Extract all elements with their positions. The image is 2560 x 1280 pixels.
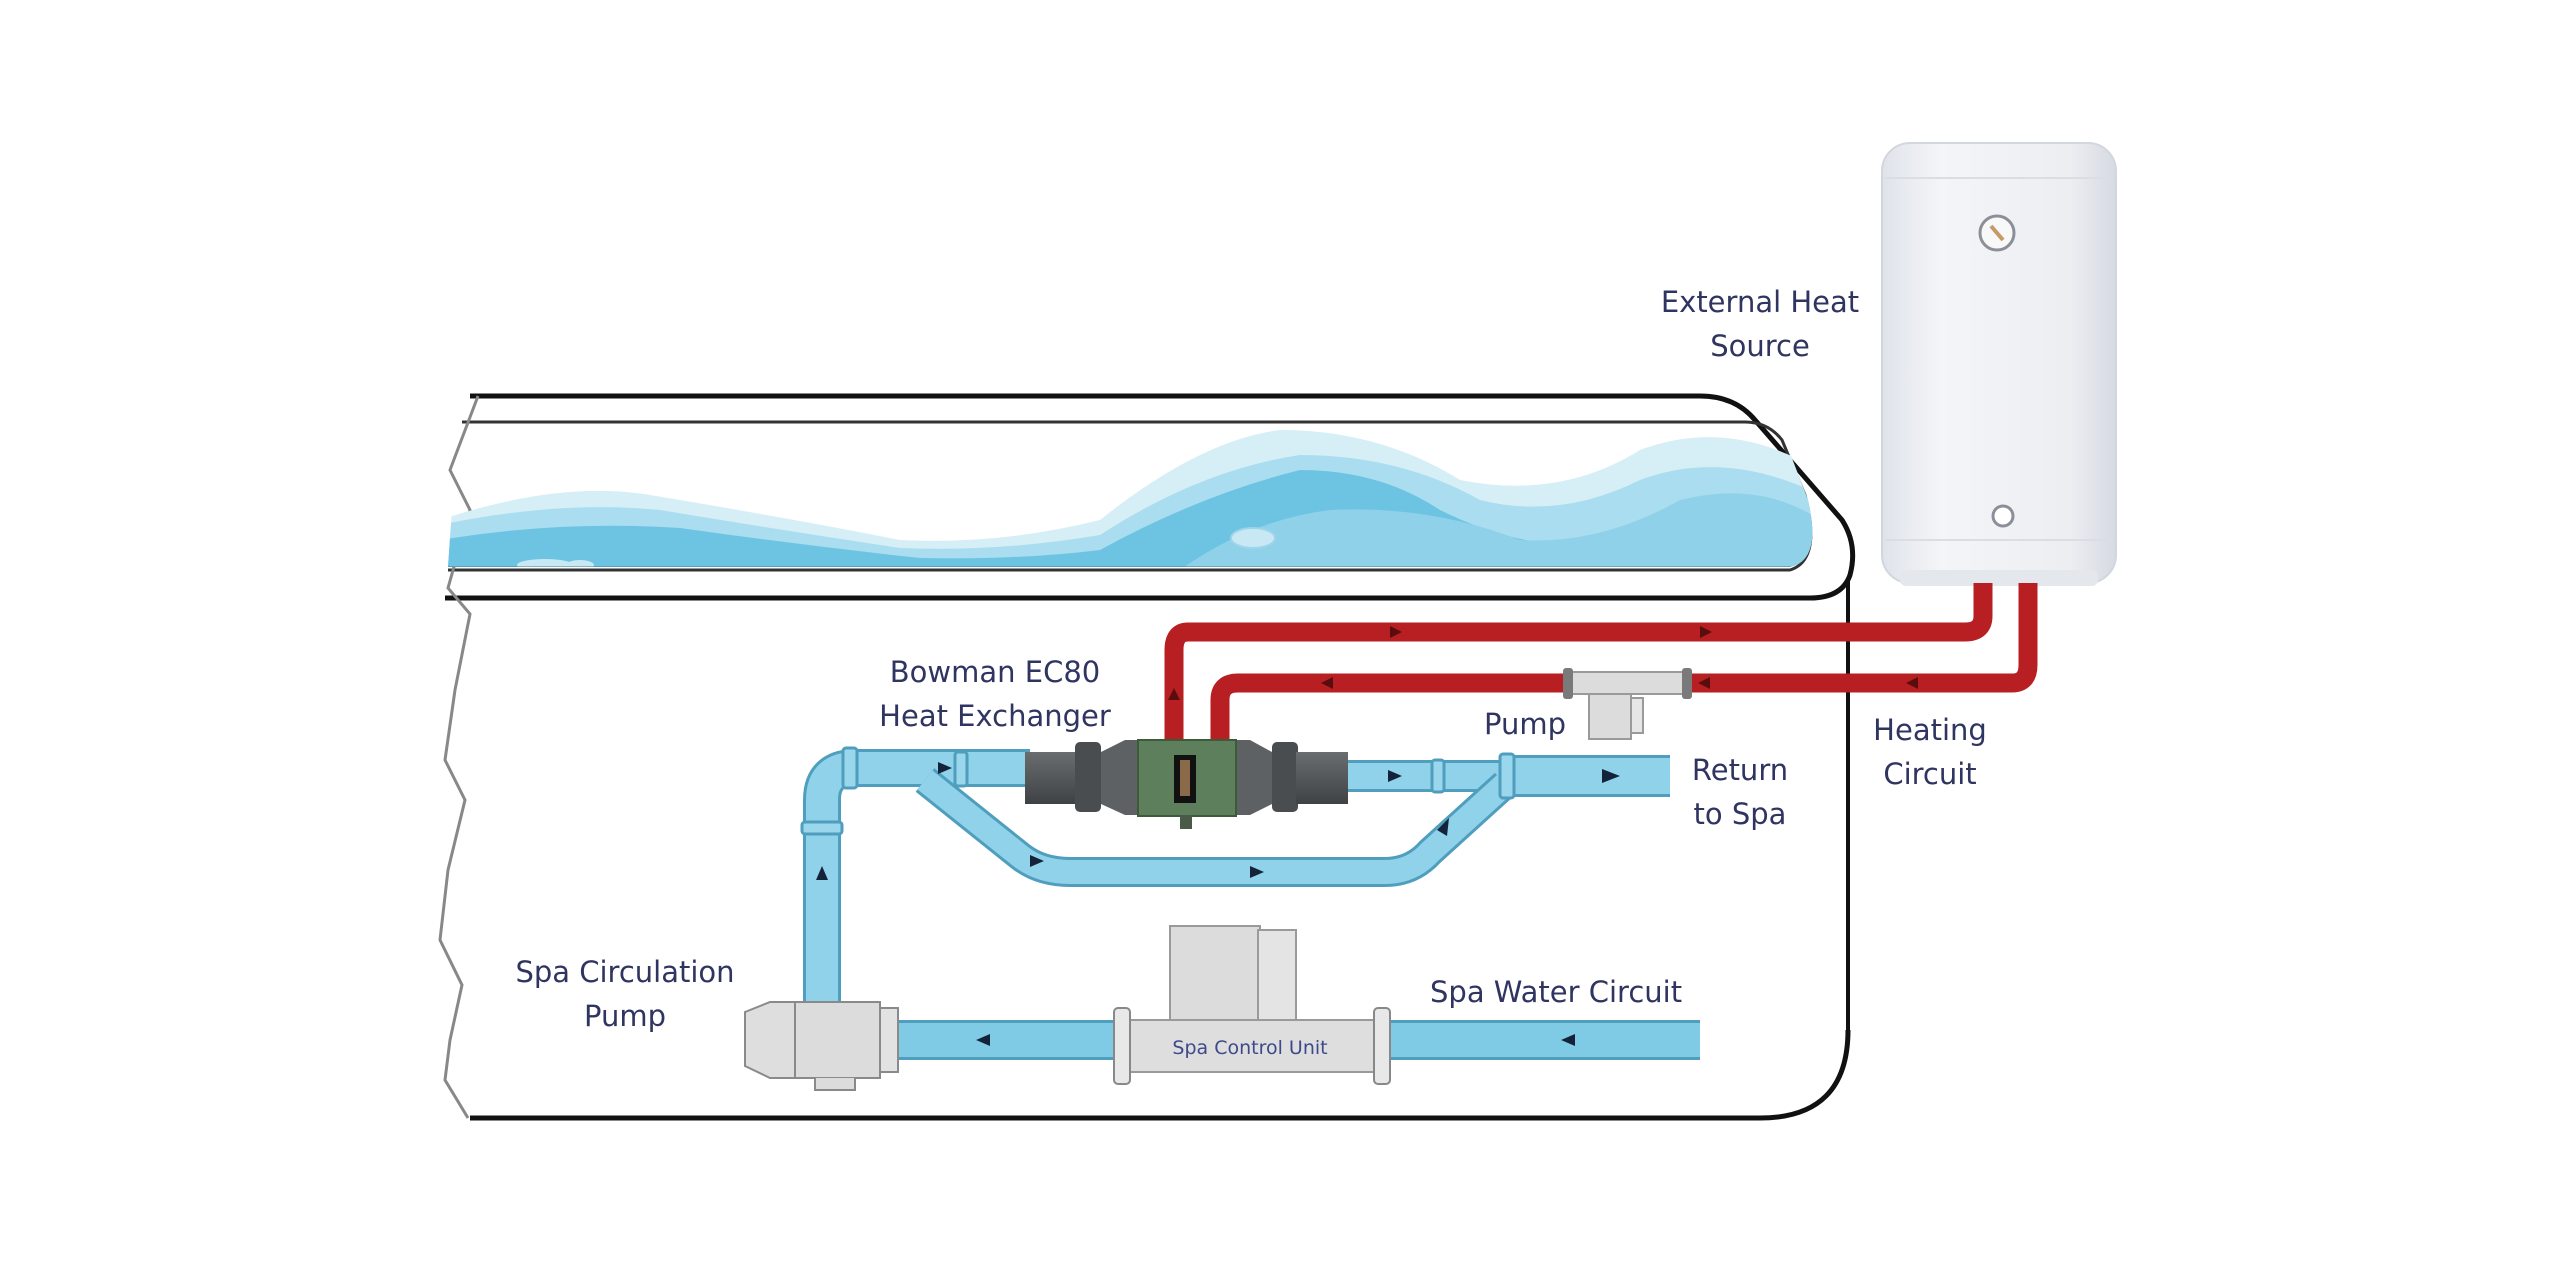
- bowman-ec80-heat-exchanger: [1025, 739, 1348, 829]
- label-return-to-spa-line2: to Spa: [1693, 797, 1787, 831]
- label-heat-exchanger-line1: Bowman EC80: [889, 655, 1101, 689]
- label-pump: Pump: [1483, 707, 1566, 741]
- label-heating-circuit-line2: Circuit: [1883, 757, 1977, 791]
- hot-pipe-flow: [1164, 583, 1993, 752]
- thermometer-gauge-icon: [1978, 214, 2016, 252]
- label-external-heat-source-line2: Source: [1710, 329, 1810, 363]
- label-spa-circulation-pump-line1: Spa Circulation: [515, 955, 735, 989]
- spa-circulation-pump: [744, 1001, 899, 1091]
- label-external-heat-source: External Heat Source: [1640, 280, 1880, 368]
- spa-rim-outer: [445, 393, 1856, 601]
- label-return-to-spa-line1: Return: [1691, 753, 1789, 787]
- label-heat-exchanger: Bowman EC80 Heat Exchanger: [860, 650, 1130, 738]
- spa-cut-edge: [438, 395, 480, 1119]
- spa-tub: [438, 393, 1856, 1121]
- heater-drain-icon: [1991, 504, 2015, 528]
- label-spa-circulation-pump-line2: Pump: [583, 999, 666, 1033]
- spa-water: [448, 430, 1813, 567]
- spa-base: [470, 1029, 1851, 1121]
- water-bubble: [1230, 527, 1276, 549]
- label-heat-exchanger-line2: Heat Exchanger: [879, 699, 1111, 733]
- heating-circuit-pump: [1563, 668, 1692, 740]
- label-spa-circulation-pump: Spa Circulation Pump: [515, 950, 735, 1038]
- label-external-heat-source-line1: External Heat: [1660, 285, 1860, 319]
- spa-control-unit: [1113, 925, 1391, 1085]
- label-heating-circuit-line1: Heating: [1873, 713, 1987, 747]
- label-return-to-spa: Return to Spa: [1680, 748, 1800, 836]
- cold-pipe-riser: [803, 749, 1030, 1010]
- label-heating-circuit: Heating Circuit: [1860, 708, 2000, 796]
- label-spa-water-circuit: Spa Water Circuit: [1430, 975, 1683, 1009]
- label-spa-control-unit: Spa Control Unit: [1172, 1037, 1328, 1059]
- external-heat-source: [1881, 142, 2117, 586]
